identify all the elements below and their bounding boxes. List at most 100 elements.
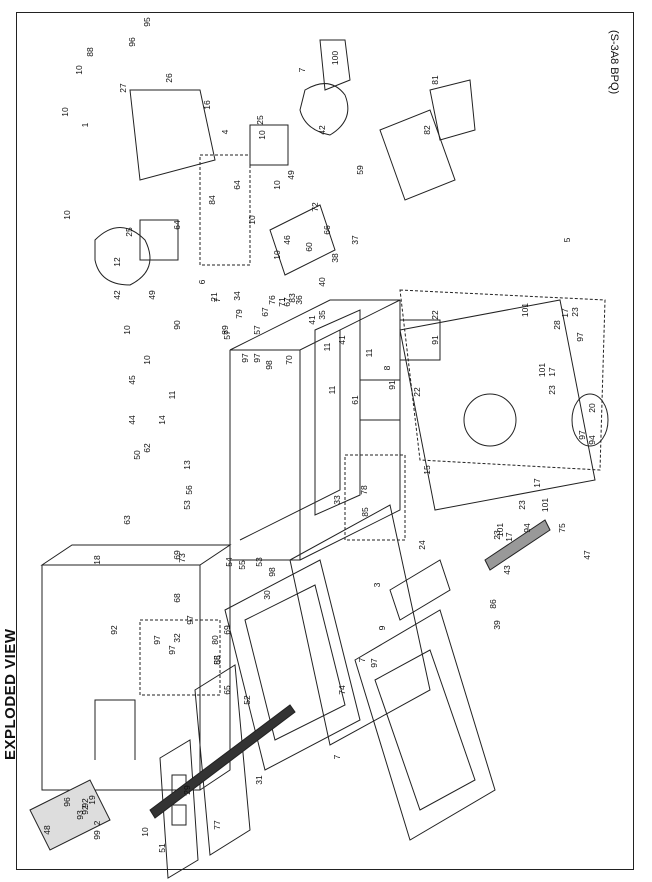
part-label-p17c: 17: [532, 478, 542, 488]
part-label-p12: 12: [112, 257, 122, 267]
outer-case: [40, 544, 232, 791]
part-label-p41a: 41: [307, 315, 317, 325]
part-label-p58: 58: [212, 655, 222, 665]
front-strip: [149, 704, 296, 819]
part-label-p97e: 97: [152, 635, 162, 645]
rear-bracket: [29, 779, 111, 851]
part-label-p49b: 49: [286, 170, 296, 180]
part-label-p34: 34: [232, 291, 242, 301]
oven-cavity: [229, 299, 401, 561]
part-label-p64a: 64: [172, 220, 182, 230]
control-unit: [129, 89, 216, 181]
part-label-p10c: 10: [62, 210, 72, 220]
part-label-p11d: 11: [364, 348, 374, 357]
part-label-p85a: 85: [360, 507, 370, 517]
part-label-p86: 86: [488, 599, 498, 609]
part-label-p13: 13: [182, 460, 192, 470]
part-label-p23d: 23: [492, 530, 502, 540]
part-label-p46: 46: [282, 235, 292, 245]
part-label-p98a: 98: [264, 360, 274, 370]
part-label-p74: 74: [337, 685, 347, 695]
part-label-p7a: 7: [297, 67, 307, 72]
part-label-p6: 6: [197, 279, 207, 284]
magnetron-left: [139, 219, 179, 261]
part-label-p3: 3: [372, 582, 382, 587]
part-label-p77: 77: [212, 820, 222, 830]
part-label-p30: 30: [262, 590, 272, 600]
part-label-p65: 65: [222, 685, 232, 695]
part-label-p24: 24: [417, 540, 427, 550]
part-label-p88: 88: [85, 47, 95, 57]
hv-board: [379, 79, 476, 201]
part-label-p101c: 101: [540, 498, 550, 512]
part-label-p76: 76: [267, 295, 277, 305]
part-label-p25a: 25: [124, 227, 134, 237]
part-label-p18: 18: [92, 555, 102, 565]
part-label-p91b: 91: [387, 380, 397, 390]
part-label-p7b: 7: [212, 297, 222, 302]
door: [354, 609, 496, 841]
part-label-p97d: 97: [167, 645, 177, 655]
part-label-p55: 55: [237, 560, 247, 570]
part-label-p59: 59: [355, 165, 365, 175]
part-label-p14: 14: [157, 415, 167, 425]
part-label-p29: 29: [182, 785, 192, 795]
part-label-p10a: 10: [60, 107, 70, 117]
part-label-p33: 33: [332, 495, 342, 505]
part-label-p50: 50: [132, 450, 142, 460]
part-label-p92c: 92: [80, 805, 90, 815]
part-label-p31: 31: [254, 775, 264, 785]
part-label-p73: 73: [177, 553, 187, 563]
part-label-p94b: 94: [522, 523, 532, 533]
part-label-p47: 47: [582, 550, 592, 560]
part-label-p69a: 69: [172, 550, 182, 560]
transformer-2: [359, 379, 401, 421]
part-label-p98b: 98: [267, 567, 277, 577]
part-label-p101b: 101: [537, 363, 547, 377]
glass-panel: [289, 504, 431, 746]
part-label-p80: 80: [210, 635, 220, 645]
part-label-p39: 39: [492, 620, 502, 630]
part-label-p15: 15: [422, 465, 432, 475]
part-label-p99: 99: [92, 830, 102, 840]
part-label-p75: 75: [557, 523, 567, 533]
part-label-p53a: 53: [182, 500, 192, 510]
part-label-p83: 83: [287, 293, 297, 303]
part-label-p8: 8: [382, 365, 392, 370]
part-label-p22b: 22: [412, 387, 422, 397]
part-label-p10f: 10: [257, 130, 267, 140]
part-label-p10j: 10: [140, 827, 150, 837]
part-label-p84: 84: [207, 195, 217, 205]
part-label-p10h: 10: [247, 215, 257, 225]
part-label-p45: 45: [127, 375, 137, 385]
part-label-p7c: 7: [357, 657, 367, 662]
part-label-p35: 35: [317, 310, 327, 320]
part-label-p97b: 97: [252, 353, 262, 363]
part-label-p89: 89: [220, 325, 230, 335]
cover-part: [319, 39, 351, 91]
part-label-p92a: 92: [109, 625, 119, 635]
part-label-p67a: 67: [260, 307, 270, 317]
part-label-p61: 61: [350, 395, 360, 405]
part-label-p96a: 96: [127, 37, 137, 47]
part-label-p2: 2: [92, 820, 102, 825]
part-label-p1: 1: [80, 122, 90, 127]
part-label-p63: 63: [122, 515, 132, 525]
part-label-p37: 37: [350, 235, 360, 245]
part-label-p97g: 97: [575, 332, 585, 342]
part-label-p52: 52: [242, 695, 252, 705]
part-label-p81: 81: [430, 75, 440, 85]
part-label-p94a: 94: [587, 435, 597, 445]
part-label-p9: 9: [377, 625, 387, 630]
part-label-p26: 26: [164, 73, 174, 83]
part-label-p79: 79: [234, 309, 244, 319]
part-label-p21: 21: [209, 292, 219, 302]
part-label-p10g: 10: [272, 180, 282, 190]
part-label-p56: 56: [184, 485, 194, 495]
part-label-p57a: 57: [222, 330, 232, 340]
part-label-p42b: 42: [317, 125, 327, 135]
part-label-p71: 71: [277, 297, 287, 307]
part-label-p11b: 11: [322, 342, 332, 351]
part-label-p11c: 11: [327, 385, 337, 394]
fan-motor-left: [94, 227, 151, 286]
